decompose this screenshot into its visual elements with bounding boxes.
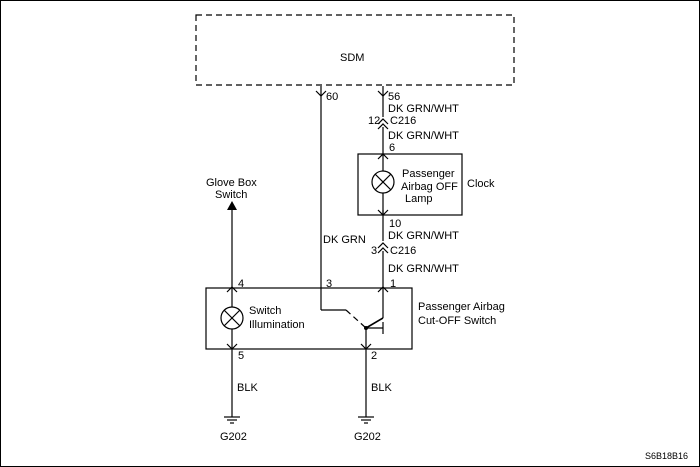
ground-right-icon [358,416,374,424]
glove-box-label-1: Glove Box [206,177,257,189]
wire-lamp-out-label: DK GRN/WHT [388,230,459,242]
glove-box-arrow-icon [227,201,237,210]
ground-right-label: G202 [354,431,381,443]
c216-bot-pin: 3 [371,245,377,257]
sw-pin-3: 3 [326,278,332,290]
lamp-label-3: Lamp [405,193,433,205]
ground-left-icon [224,416,240,424]
lamp-pin-6: 6 [389,142,395,154]
wire-dk-grn-label: DK GRN [323,234,366,246]
sw-pin-4: 4 [238,278,244,290]
lamp-label-2: Airbag OFF [401,181,458,193]
switch-box [205,287,413,350]
c216-top-pin: 12 [368,115,380,127]
pin-56: 56 [388,91,400,103]
lamp-label-1: Passenger [402,168,455,180]
sw-pin-5: 5 [238,350,244,362]
wire-mid-label: DK GRN/WHT [388,130,459,142]
c216-top-label: C216 [390,115,416,127]
illumination-label-2: Illumination [249,319,305,331]
figure-code: S6B18B16 [645,451,688,461]
clock-label: Clock [467,178,495,190]
c216-bot-label: C216 [390,245,416,257]
blk-right-label: BLK [371,382,392,394]
cutoff-switch-label-1: Passenger Airbag [418,301,505,313]
ground-left-label: G202 [220,431,247,443]
blk-left-label: BLK [237,382,258,394]
wire-top-label: DK GRN/WHT [388,103,459,115]
cutoff-switch-contact [345,309,384,372]
cutoff-switch-label-2: Cut-OFF Switch [418,315,496,327]
sdm-box [195,14,515,86]
wire-dk-grn [315,86,346,311]
glove-box-label-2: Switch [215,189,247,201]
illumination-label-1: Switch [249,305,281,317]
sw-pin-1: 1 [390,278,396,290]
sw-pin-2: 2 [371,350,377,362]
wire-to-switch-label: DK GRN/WHT [388,263,459,275]
sdm-label: SDM [340,52,364,64]
lamp-pin-10: 10 [389,218,401,230]
lamp-box [357,153,463,216]
pin-60: 60 [326,91,338,103]
